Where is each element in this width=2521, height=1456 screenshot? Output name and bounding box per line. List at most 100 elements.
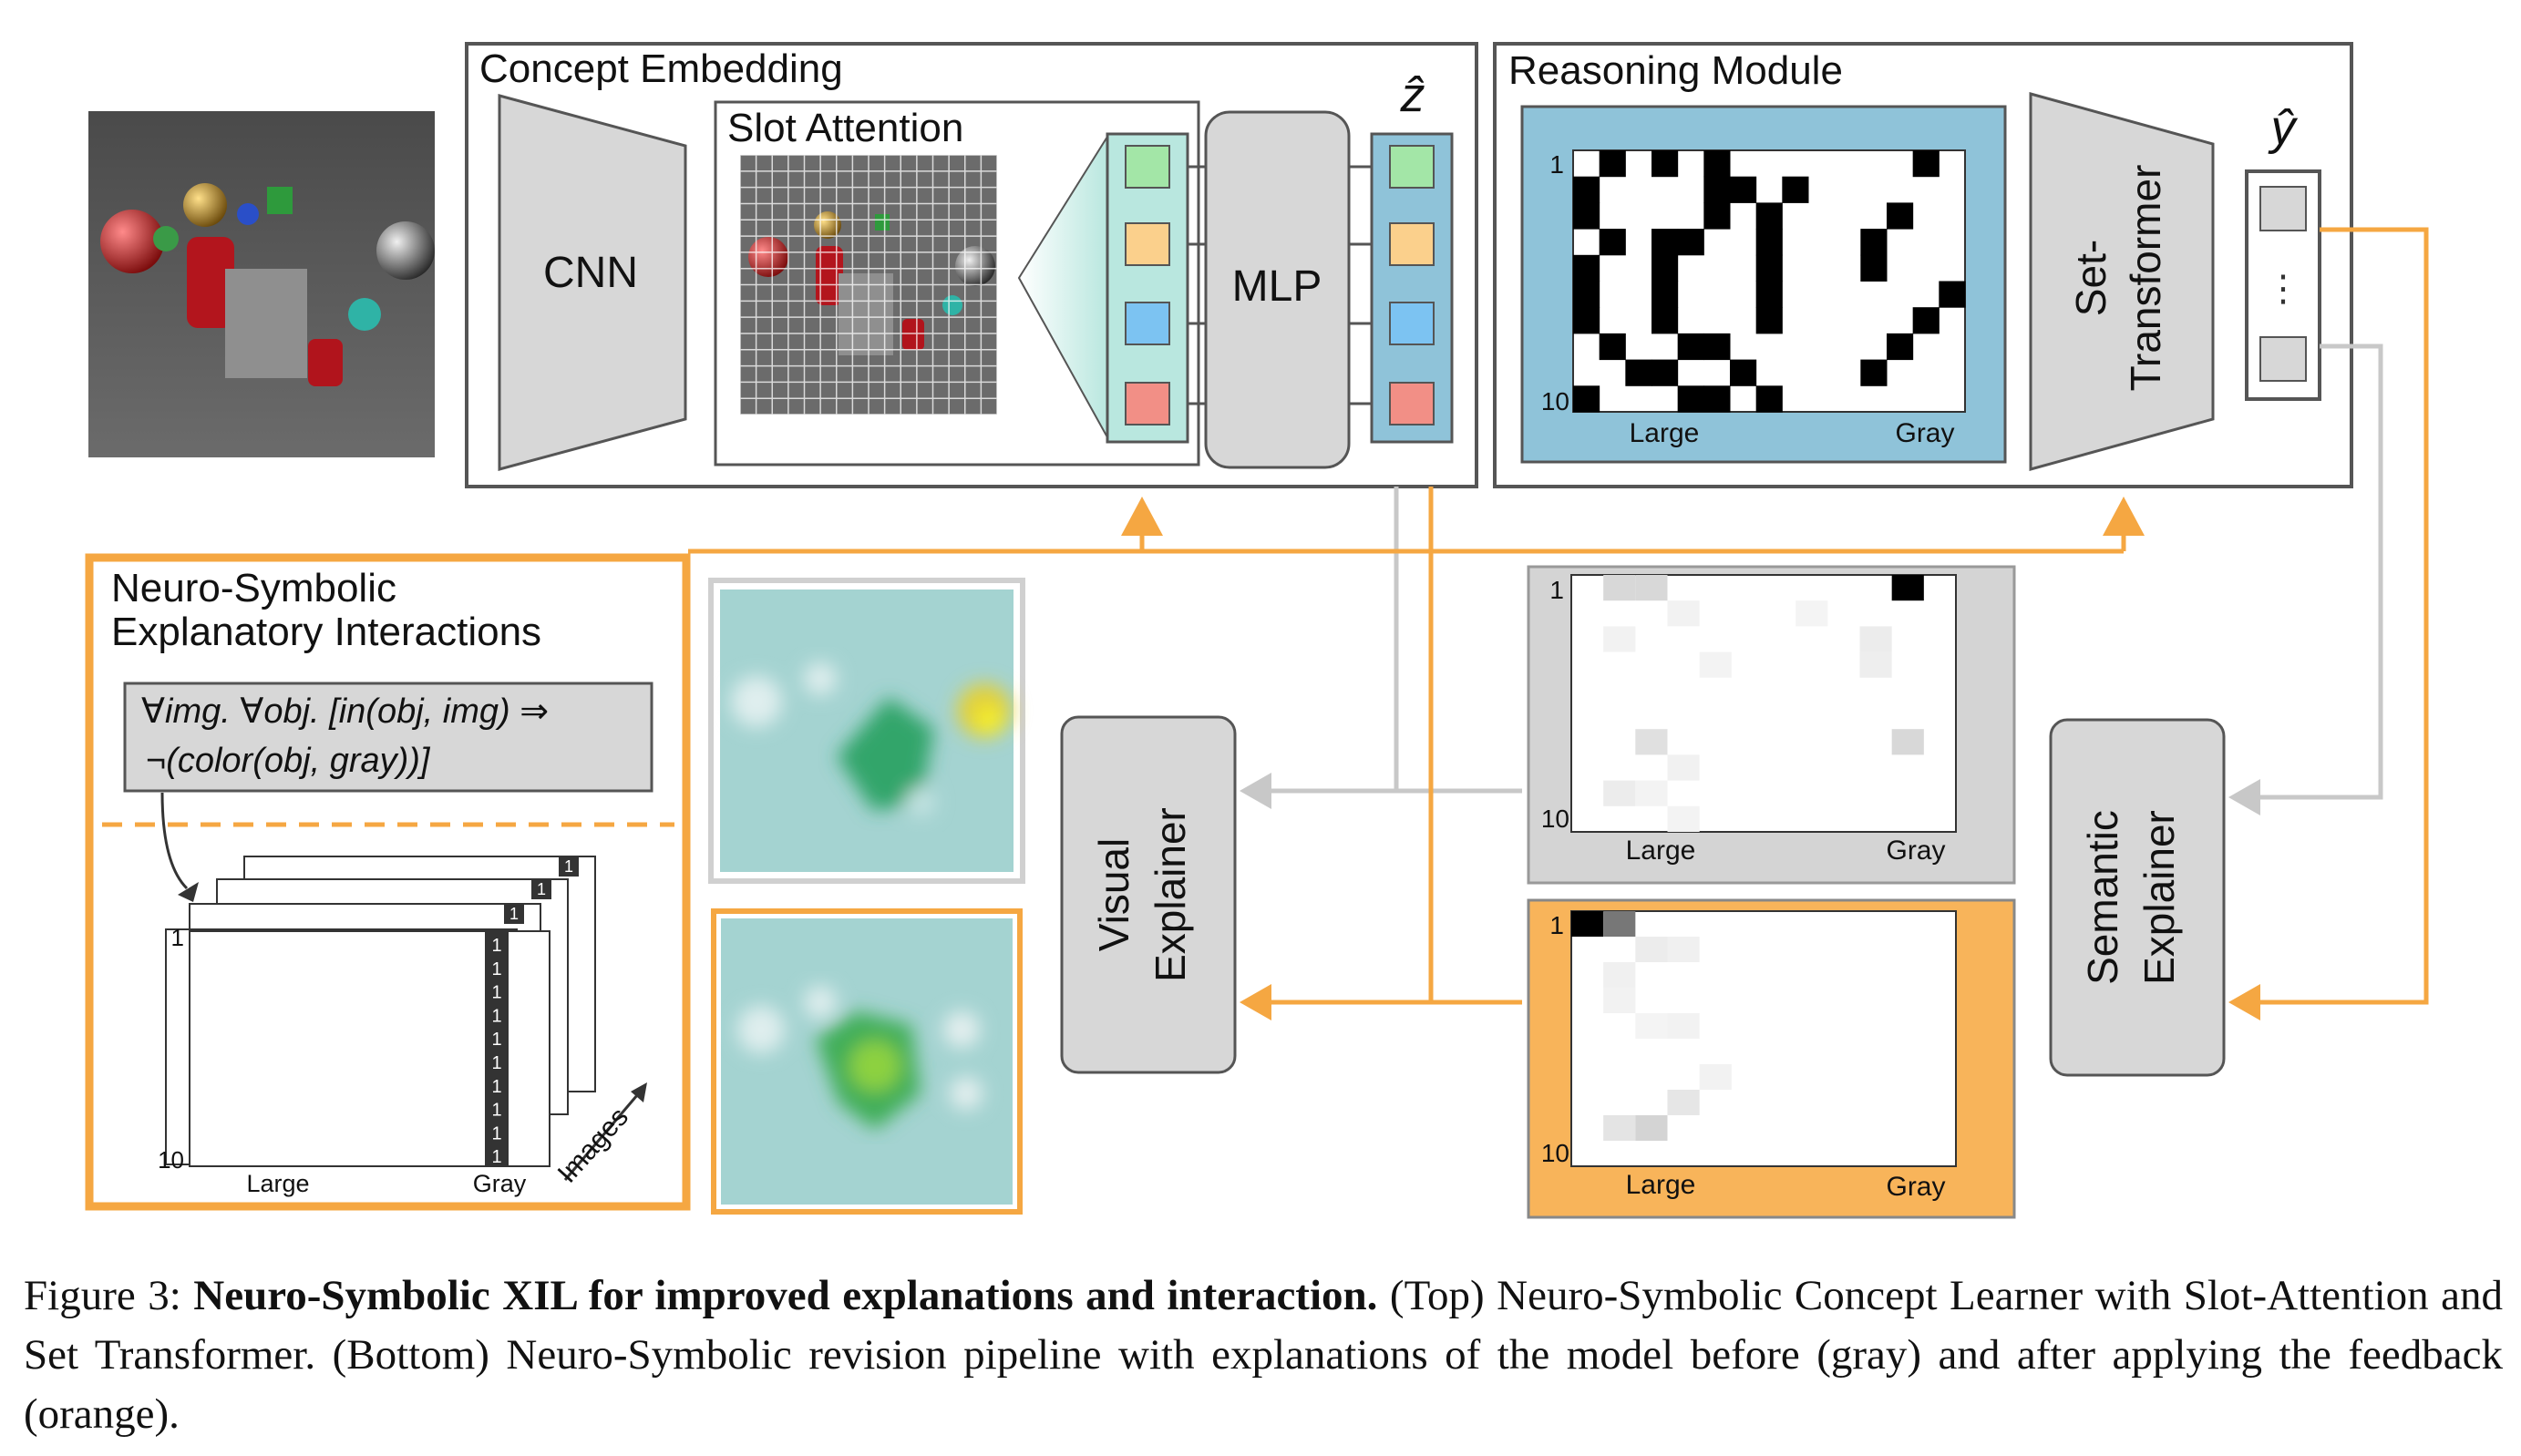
before-col-large: Large — [1626, 836, 1696, 866]
explanation-cell — [1667, 600, 1700, 627]
matrix-cell — [1599, 150, 1626, 178]
explanation-cell — [1603, 780, 1636, 806]
stack-gray-value: 1 — [491, 1006, 501, 1026]
after-row-last: 10 — [1541, 1139, 1569, 1167]
stack-gray-value: 1 — [491, 1053, 501, 1073]
caption-bold: Neuro-Symbolic XIL for improved explanat… — [193, 1272, 1378, 1319]
before-row-first: 1 — [1549, 576, 1564, 604]
stack-gray-value: 1 — [491, 1147, 501, 1167]
explanation-cell — [1859, 651, 1892, 678]
visual-explanation-after — [711, 908, 1023, 1215]
stack-col-gray: Gray — [473, 1170, 527, 1197]
matrix-cell — [1730, 359, 1757, 386]
stack-gray-value: 1 — [491, 1101, 501, 1121]
slot-cell-green — [1125, 145, 1170, 189]
output-vector: ⋮ — [2245, 169, 2321, 401]
stack-frame-value: 1 — [537, 880, 546, 898]
explanation-cell — [1635, 937, 1668, 962]
explanation-cell — [1667, 754, 1700, 781]
nesy-title-line-2: Explanatory Interactions — [111, 610, 541, 654]
explanation-cell — [1699, 1064, 1732, 1090]
matrix-cell — [1912, 307, 1940, 334]
matrix-cell — [1887, 202, 1914, 230]
matrix-cell — [1755, 307, 1783, 334]
matrix-cell — [1703, 176, 1731, 203]
symbolic-concept-matrix — [1572, 149, 1966, 413]
set-transformer-label-1: Set- — [2067, 240, 2115, 316]
stack-gray-value: 1 — [491, 1030, 501, 1050]
cnn-block: CNN — [498, 94, 687, 471]
explanation-cell — [1603, 626, 1636, 652]
before-col-gray: Gray — [1886, 836, 1945, 866]
logic-rule-box: ∀img. ∀obj. [in(obj, img) ⇒ ¬(color(obj,… — [123, 682, 653, 793]
matrix-cell — [1573, 176, 1600, 203]
matrix-cell — [1599, 229, 1626, 256]
mlp-label: MLP — [1232, 262, 1322, 311]
slot-cell-orange — [1125, 222, 1170, 266]
matrix-cell — [1755, 229, 1783, 256]
matrix-cell — [1755, 281, 1783, 308]
semantic-explanation-after: 1 10 Large Gray — [1527, 898, 2016, 1219]
matrix-cell — [1677, 333, 1704, 361]
stack-gray-value: 1 — [491, 983, 501, 1003]
nesy-title-line-1: Neuro-Symbolic — [111, 566, 396, 610]
visual-explainer-block: Visual Explainer — [1060, 715, 1237, 1074]
matrix-cell — [1652, 254, 1679, 282]
set-transformer-label-2: Transformer — [2122, 165, 2169, 392]
z-hat-symbol: ẑ — [1400, 67, 1425, 122]
stack-frame-value: 1 — [509, 905, 519, 923]
matrix-cell — [1703, 202, 1731, 230]
reasoning-row-first: 1 — [1549, 150, 1564, 179]
stack-row-last: 10 — [158, 1146, 184, 1174]
stack-frame-gray-cell — [531, 879, 551, 899]
explanation-cell — [1667, 1090, 1700, 1115]
matrix-cell — [1573, 202, 1600, 230]
concept-embedding-title: Concept Embedding — [479, 46, 843, 91]
explanation-cell — [1603, 1115, 1636, 1141]
matrix-cell — [1703, 385, 1731, 413]
explanation-cell — [1667, 1013, 1700, 1039]
reasoning-module-title: Reasoning Module — [1508, 48, 1843, 93]
matrix-cell — [1755, 202, 1783, 230]
explanation-cell — [1603, 962, 1636, 988]
explanation-cell — [1859, 626, 1892, 652]
nesy-interactions-panel: Neuro-Symbolic Explanatory Interactions … — [85, 553, 691, 1211]
semantic-explainer-label-1: Semantic — [2079, 810, 2126, 985]
explanation-cell — [1891, 729, 1924, 755]
figure-diagram: Concept Embedding CNN Slot Attention — [85, 42, 2429, 1219]
explanation-cell — [1699, 651, 1732, 678]
slot-cell-red — [1125, 382, 1170, 426]
stack-frame-gray-cell — [559, 856, 579, 877]
matrix-cell — [1573, 385, 1600, 413]
stack-col-large: Large — [246, 1170, 309, 1197]
caption-text: (Top) Neuro-Symbolic Concept Learner wit… — [24, 1272, 2503, 1438]
after-row-first: 1 — [1549, 911, 1564, 939]
matrix-cell — [1573, 254, 1600, 282]
matrix-cell — [1625, 359, 1652, 386]
matrix-cell — [1677, 385, 1704, 413]
stack-gray-column — [485, 931, 509, 1166]
visual-explanation-before — [708, 578, 1025, 884]
explanation-cell — [1603, 911, 1636, 937]
explanation-cell — [1571, 911, 1604, 937]
mlp-block: MLP — [1204, 110, 1351, 469]
explanation-cell — [1603, 988, 1636, 1013]
matrix-cell — [1860, 254, 1888, 282]
reasoning-col-large: Large — [1630, 418, 1700, 448]
matrix-cell — [1652, 229, 1679, 256]
matrix-cell — [1573, 281, 1600, 308]
set-transformer-block: Set- Transformer — [2029, 92, 2215, 471]
matrix-cell — [1703, 333, 1731, 361]
stack-frame-gray-cell — [504, 904, 524, 924]
slot-attention-scene — [739, 154, 998, 415]
stack-gray-value: 1 — [491, 936, 501, 956]
slot-vectors — [1106, 132, 1189, 444]
matrix-cell — [1652, 281, 1679, 308]
visual-explainer-label-1: Visual — [1090, 838, 1137, 951]
logic-rule-line-1: ∀img. ∀obj. [in(obj, img) ⇒ — [141, 692, 549, 731]
matrix-cell — [1652, 150, 1679, 178]
concept-embedding-box: Concept Embedding CNN Slot Attention — [465, 42, 1478, 488]
semantic-explainer-label-2: Explainer — [2135, 810, 2183, 985]
explanation-cell — [1891, 575, 1924, 601]
matrix-cell — [1939, 281, 1966, 308]
